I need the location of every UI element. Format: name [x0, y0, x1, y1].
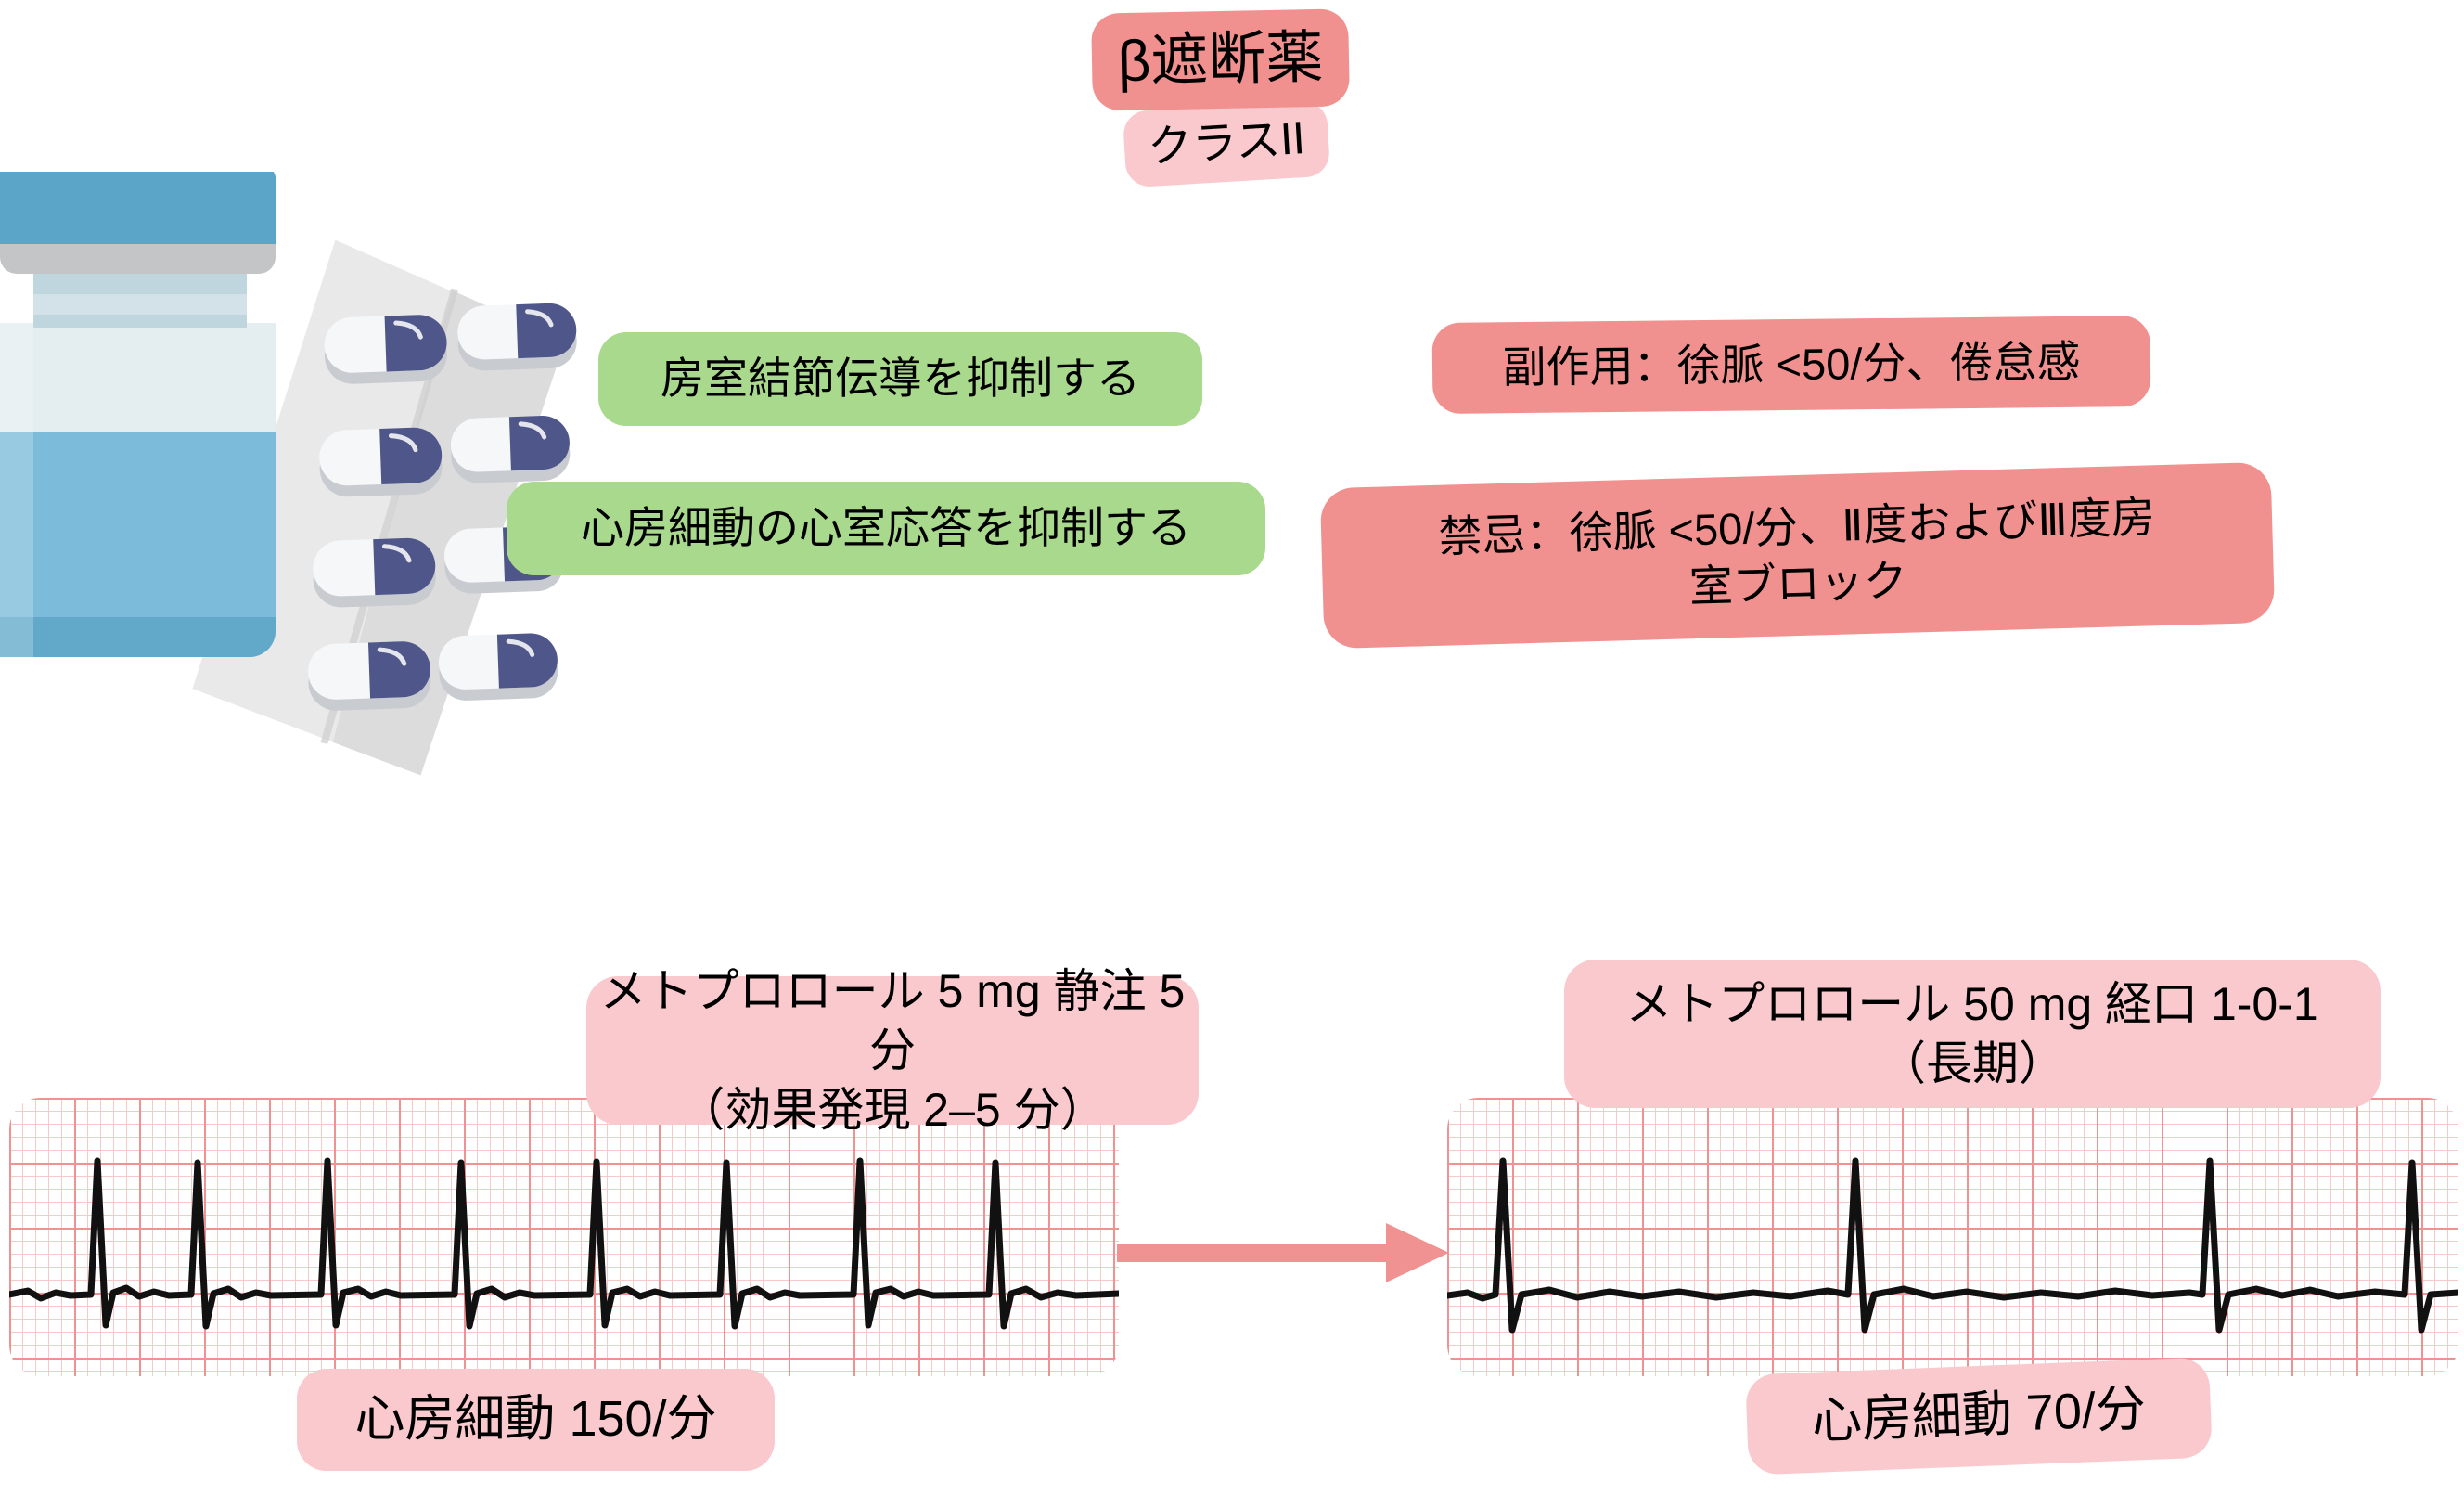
dose-chip-iv: メトプロロール 5 mg 静注 5 分 （効果発現 2–5 分）	[586, 965, 1199, 1136]
drug-class-badge: クラスII	[1122, 99, 1331, 188]
ecg-strip-before	[9, 1098, 1119, 1376]
contraindications-chip: 禁忌：徐脈 <50/分、Ⅱ度およびⅢ度房 室ブロック	[1319, 461, 2276, 650]
medication-artwork	[0, 161, 668, 821]
dose-line-secondary: （長期）	[1880, 1038, 2065, 1089]
ecg-grid-after	[1447, 1098, 2458, 1376]
ecg-strip-after	[1447, 1098, 2458, 1376]
ecg-waveform-before	[9, 1157, 1119, 1330]
medication-vial-icon	[0, 161, 276, 657]
arrow-right-icon	[1117, 1223, 1449, 1282]
dose-line-secondary: （効果発現 2–5 分）	[678, 1084, 1107, 1136]
dose-line-primary: メトプロロール 5 mg 静注 5 分	[599, 965, 1186, 1076]
rhythm-chip-before: 心房細動 150/分	[297, 1369, 775, 1471]
transition-arrow	[1117, 1216, 1451, 1290]
effect-chip-afib-response: 心房細動の心室応答を抑制する	[507, 482, 1265, 575]
dose-chip-oral: メトプロロール 50 mg 経口 1-0-1 （長期）	[1564, 960, 2381, 1108]
capsule-group-right	[438, 303, 577, 701]
vial-and-blister-illustration	[0, 161, 577, 776]
page-title: β遮断薬	[1091, 8, 1350, 111]
effect-chip-av-node: 房室結節伝導を抑制する	[598, 332, 1202, 426]
ecg-waveform-after	[1447, 1157, 2458, 1334]
capsule-group-left	[308, 315, 447, 711]
adverse-effects-chip: 副作用：徐脈 <50/分、倦怠感	[1431, 315, 2151, 415]
dose-line-primary: メトプロロール 50 mg 経口 1-0-1	[1625, 978, 2319, 1030]
rhythm-chip-after: 心房細動 70/分	[1745, 1357, 2213, 1476]
ecg-grid-before	[9, 1098, 1119, 1376]
